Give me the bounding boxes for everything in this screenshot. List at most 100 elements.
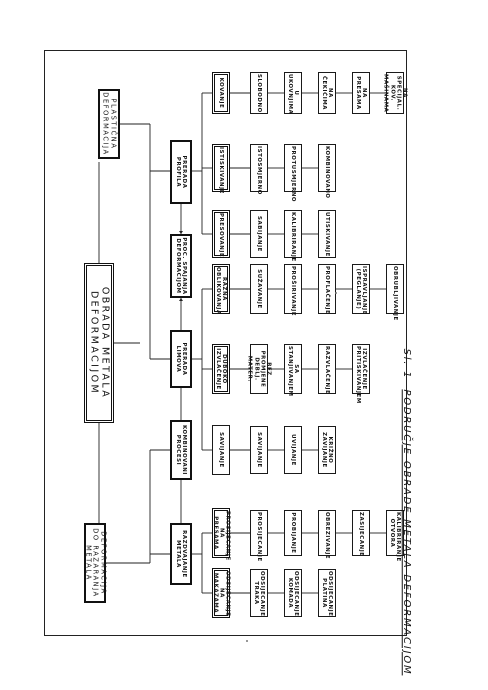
istiskivanje-label: ISTISKIVANJE: [218, 147, 225, 195]
leaf-presama-0: PROSIJECANJE: [250, 510, 268, 562]
leaf-label: IZVLAČENJE PRITISKIVANJEM: [355, 346, 368, 404]
odsijecanje-makazama-box: ODSIJECANJE NA MAKAZAMA: [212, 568, 230, 618]
leaf-kovanje-0: SLOBODNO: [250, 72, 268, 114]
right-head-label: PLASTIČNA DEFORMACIJA: [102, 92, 118, 156]
leaf-savijanje-2: KRIŽNO ZAVIJANJE: [318, 426, 336, 474]
root-label: OBRADA METALA DEFORMACIJOM: [88, 286, 111, 400]
leaf-duboko-1: SA STANJIVANJEM: [284, 344, 302, 397]
leaf-label: RAZVLAČENJE: [324, 346, 331, 395]
leaf-label: KOMBINOVANO: [324, 146, 331, 199]
presovanje-label: PRESOVANJE: [218, 213, 225, 258]
leaf-label: ISPRAVLJANJE (PEGLANJE): [355, 266, 368, 315]
root-box: OBRADA METALA DEFORMACIJOM: [84, 263, 114, 423]
leaf-makazama-2: ODSIJECANJE PLATINA: [318, 569, 336, 617]
left-head-label: DEFORMACIJA DO RAZARANJA METALA: [84, 528, 108, 598]
leaf-istiskivanje-2: KOMBINOVANO: [318, 144, 336, 199]
savijanje-head-box: SAVIJANJE: [212, 425, 230, 475]
leaf-istiskivanje-1: PROTUSMJERNO: [284, 144, 302, 203]
leaf-label: SA STANJIVANJEM: [287, 346, 300, 397]
leaf-presovanje-1: KALIBRIRANJE: [284, 210, 302, 262]
leaf-kovanje-2: NA ČEKIĆIMA: [318, 72, 336, 114]
leaf-presovanje-0: SABIJANJE: [250, 210, 268, 258]
profila-box: PRERADA PROFILA: [170, 140, 192, 204]
leaf-razna-3: ISPRAVLJANJE (PEGLANJE): [352, 264, 370, 315]
leaf-presama-1: PROBIJANJE: [284, 510, 302, 556]
leaf-razna-2: PROFLAČENJE: [318, 264, 336, 314]
leaf-label: ODSIJECANJE TRAKA: [253, 571, 266, 617]
leaf-kovanje-4: NA SPECIJAL. KOV. MAŠINAMA: [383, 72, 407, 114]
leaf-label: U UKOVNJIMA: [287, 74, 300, 115]
leaf-label: KRIŽNO ZAVIJANJE: [321, 432, 334, 468]
kombinovani-box: KOMBINOVANI PROCESI: [170, 420, 192, 480]
razdvajanje-box: RAZDVAJANJE METALA: [170, 523, 192, 585]
right-head-box: PLASTIČNA DEFORMACIJA: [98, 89, 120, 159]
caption-prefix: Sl. 1: [400, 348, 412, 380]
leaf-razna-4: OBRUBLJIVANJE: [386, 264, 404, 321]
duboko-label: DUBOKO IZVLAČENJE: [215, 348, 228, 390]
figure-caption: Sl. 1 PODRUČJE OBRADE METALA DEFORMACIJO…: [395, 349, 417, 676]
istiskivanje-box: ISTISKIVANJE: [212, 144, 230, 195]
leaf-presama-2: OBREZIVANJE: [318, 510, 336, 560]
leaf-label: OBREZIVANJE: [324, 512, 331, 560]
leaf-istiskivanje-0: ISTOSMJERNO: [250, 144, 268, 195]
arrowhead: [179, 298, 183, 301]
prosijecanje-presama-label: PROSIJECANJE NA PRESAMA: [211, 511, 231, 561]
prosijecanje-presama-box: PROSIJECANJE NA PRESAMA: [211, 508, 231, 561]
leaf-label: ISTOSMJERNO: [256, 146, 263, 195]
leaf-label: SLOBODNO: [256, 74, 263, 113]
leaf-kovanje-3: NA PRESAMA: [352, 72, 370, 114]
duboko-box: DUBOKO IZVLAČENJE: [212, 344, 230, 394]
limova-box: PRERADA LIMOVA: [170, 330, 192, 388]
leaf-label: ODSIJECANJE KOMADA: [287, 571, 300, 617]
leaf-razna-0: SUŽAVANJE: [250, 264, 268, 314]
leaf-label: PROŠIRIVANJE: [290, 266, 297, 317]
kovanje-box: KOVANJE: [212, 72, 230, 114]
speck: [335, 292, 337, 294]
leaf-kovanje-1: U UKOVNJIMA: [284, 72, 302, 114]
razdvajanje-label: RAZDVAJANJE METALA: [175, 530, 188, 578]
leaf-duboko-3: IZVLAČENJE PRITISKIVANJEM: [352, 344, 370, 404]
savijanje-head-label: SAVIJANJE: [218, 432, 225, 468]
leaf-label: PROSIJECANJE: [256, 512, 263, 562]
leaf-label: PROFLAČENJE: [324, 266, 331, 315]
leaf-label: UVIJANJE: [290, 434, 297, 466]
leaf-duboko-0: BEZ PROMJENE DEBLJ. MATER.: [247, 344, 271, 394]
diagram-frame: [44, 50, 407, 636]
left-head-box: DEFORMACIJA DO RAZARANJA METALA: [84, 523, 108, 603]
arrowhead: [179, 231, 183, 234]
leaf-makazama-1: ODSIJECANJE KOMADA: [284, 569, 302, 617]
leaf-label: UTISKIVANJE: [324, 212, 331, 257]
leaf-label: SABIJANJE: [256, 216, 263, 252]
leaf-duboko-2: RAZVLAČENJE: [318, 344, 336, 394]
leaf-label: ODSIJECANJE PLATINA: [321, 571, 334, 617]
leaf-label: PROTUSMJERNO: [290, 146, 297, 203]
leaf-razna-1: PROŠIRIVANJE: [284, 264, 302, 317]
leaf-label: OBRUBLJIVANJE: [392, 266, 399, 321]
kovanje-label: KOVANJE: [218, 77, 225, 109]
leaf-presovanje-2: UTISKIVANJE: [318, 210, 336, 258]
leaf-makazama-0: ODSIJECANJE TRAKA: [250, 569, 268, 617]
leaf-savijanje-1: UVIJANJE: [284, 426, 302, 474]
leaf-label: NA PRESAMA: [355, 76, 368, 110]
leaf-label: KALIBRIRANJE: [290, 212, 297, 262]
leaf-label: ZASIJECANJE: [358, 512, 365, 557]
leaf-presama-3: ZASIJECANJE: [352, 510, 370, 557]
presovanje-box: PRESOVANJE: [212, 210, 230, 258]
kombinovani-label: KOMBINOVANI PROCESI: [175, 424, 188, 476]
leaf-label: PROBIJANJE: [290, 512, 297, 554]
razna-box: RAZNA OBLIKOVANJA: [212, 264, 230, 315]
limova-label: PRERADA LIMOVA: [175, 342, 188, 376]
profila-label: PRERADA PROFILA: [175, 155, 188, 189]
speck: [246, 640, 248, 642]
leaf-savijanje-0: SAVIJANJE: [250, 426, 268, 474]
razna-label: RAZNA OBLIKOVANJA: [215, 267, 228, 315]
odsijecanje-makazama-label: ODSIJECANJE NA MAKAZAMA: [211, 571, 231, 617]
leaf-label: SAVIJANJE: [256, 432, 263, 468]
leaf-label: BEZ PROMJENE DEBLJ. MATER.: [246, 350, 272, 388]
proc-spajanja-label: PROC. SPAJANJA DEFORMACIJOM: [175, 237, 188, 295]
leaf-label: NA ČEKIĆIMA: [321, 75, 334, 111]
leaf-presama-4: KALIBRIRANJE OTVORA: [386, 510, 404, 562]
proc-spajanja-box: PROC. SPAJANJA DEFORMACIJOM: [170, 234, 192, 298]
caption-text: PODRUČJE OBRADE METALA DEFORMACIJOM: [400, 389, 412, 676]
